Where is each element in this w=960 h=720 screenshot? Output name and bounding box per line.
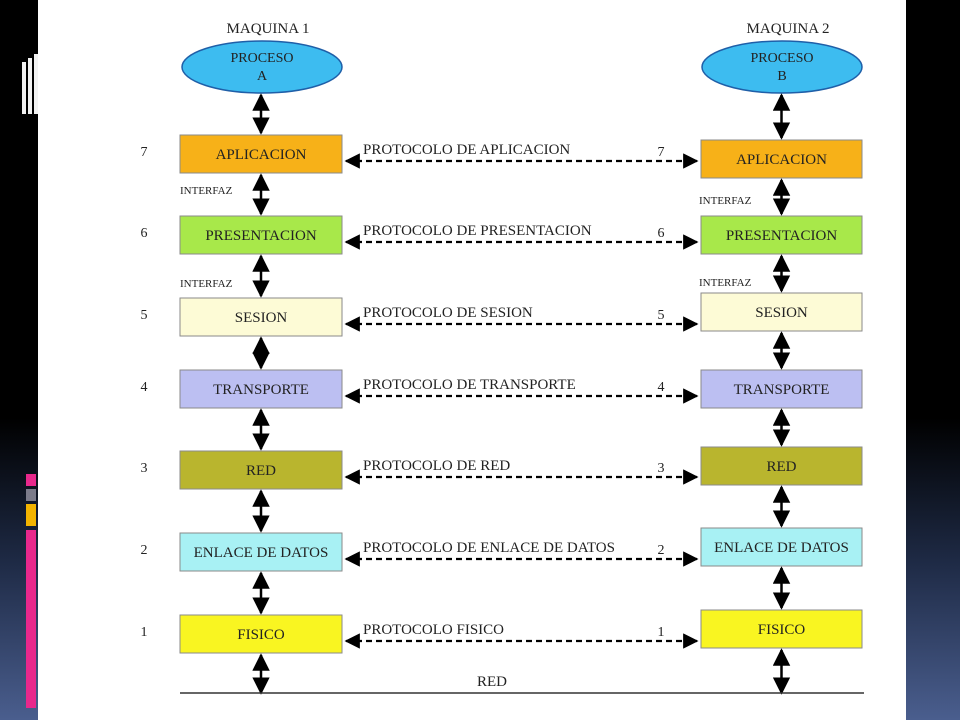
machine-2-layer-enlace-de-datos [700, 527, 863, 567]
machine-2-layer-label: TRANSPORTE [734, 382, 830, 398]
network-label: RED [477, 674, 507, 690]
machine-2-layer-number: 1 [658, 625, 665, 640]
machine-2-layer-number: 4 [658, 380, 665, 395]
protocol-label-sesion: PROTOCOLO DE SESION [363, 305, 533, 321]
machine-1-layer-sesion [179, 297, 343, 337]
machine-2-layer-label: RED [767, 459, 797, 475]
machine-1-layer-label: RED [246, 463, 276, 479]
machine-1-interface-label: INTERFAZ [180, 185, 233, 197]
machine-2-layer-red [700, 446, 863, 486]
machine-1-interface-label: INTERFAZ [180, 278, 233, 290]
left-stripes-decoration [22, 54, 38, 114]
machine-1-layer-label: SESION [235, 310, 288, 326]
machine-1-layer-enlace-de-datos [179, 532, 343, 572]
machine-2-layer-transporte [700, 369, 863, 409]
protocol-label-presentacion: PROTOCOLO DE PRESENTACION [363, 223, 592, 239]
machine-1-title: MAQUINA 1 [227, 21, 310, 37]
machine-1-layer-red [179, 450, 343, 490]
machine-1-layer-number: 6 [141, 226, 148, 241]
machine-1-layer-label: APLICACION [216, 147, 307, 163]
process-b-node: PROCESO B [701, 40, 863, 94]
machine-2-layer-number: 7 [658, 145, 665, 160]
machine-1-layer-number: 5 [141, 308, 148, 323]
machine-2-layer-number: 3 [658, 461, 665, 476]
machine-2-title: MAQUINA 2 [747, 21, 830, 37]
machine-2-layer-number: 5 [658, 308, 665, 323]
machine-2-layer-label: FISICO [758, 622, 806, 638]
machine-1-layer-label: TRANSPORTE [213, 382, 309, 398]
machine-2-interface-label: INTERFAZ [699, 195, 752, 207]
protocol-label-enlace-de-datos: PROTOCOLO DE ENLACE DE DATOS [363, 540, 615, 556]
machine-1-layer-fisico [179, 614, 343, 654]
protocol-label-transporte: PROTOCOLO DE TRANSPORTE [363, 377, 576, 393]
machine-1-layer-number: 4 [141, 380, 148, 395]
machine-2-layer-label: SESION [755, 305, 808, 321]
process-b-label-line2: B [777, 69, 786, 84]
machine-1-layer-number: 3 [141, 461, 148, 476]
machine-2-layer-number: 2 [658, 543, 665, 558]
machine-1-layer-label: PRESENTACION [205, 228, 316, 244]
protocol-label-red: PROTOCOLO DE RED [363, 458, 510, 474]
machine-1-layer-number: 1 [141, 625, 148, 640]
machine-1-layer-label: ENLACE DE DATOS [194, 545, 329, 561]
machine-1-layer-presentacion [179, 215, 343, 255]
machine-2-layer-label: APLICACION [736, 152, 827, 168]
process-a-label-line1: PROCESO [230, 51, 293, 66]
bullet-markers-decoration [26, 474, 36, 708]
slide-content-panel [38, 0, 906, 720]
protocol-label-aplicacion: PROTOCOLO DE APLICACION [363, 142, 570, 158]
protocol-label-fisico: PROTOCOLO FISICO [363, 622, 504, 638]
machine-2-layer-fisico [700, 609, 863, 649]
osi-layers: APLICACION APLICACION 7 7 PROTOCOLO DE APLIC… [141, 93, 863, 695]
machine-2-layer-label: PRESENTACION [726, 228, 837, 244]
machine-1-layer-number: 7 [141, 145, 148, 160]
machine-2-layer-aplicacion [700, 139, 863, 179]
machine-2-layer-number: 6 [658, 226, 665, 241]
machine-2-layer-label: ENLACE DE DATOS [714, 540, 849, 556]
process-a-node: PROCESO A [181, 40, 343, 94]
machine-2-layer-presentacion [700, 215, 863, 255]
process-b-label-line1: PROCESO [750, 51, 813, 66]
machine-1-layer-aplicacion [179, 134, 343, 174]
machine-1-layer-transporte [179, 369, 343, 409]
process-a-label-line2: A [257, 69, 268, 84]
machine-2-interface-label: INTERFAZ [699, 277, 752, 289]
machine-1-layer-label: FISICO [237, 627, 285, 643]
machine-2-layer-sesion [700, 292, 863, 332]
machine-1-layer-number: 2 [141, 543, 148, 558]
